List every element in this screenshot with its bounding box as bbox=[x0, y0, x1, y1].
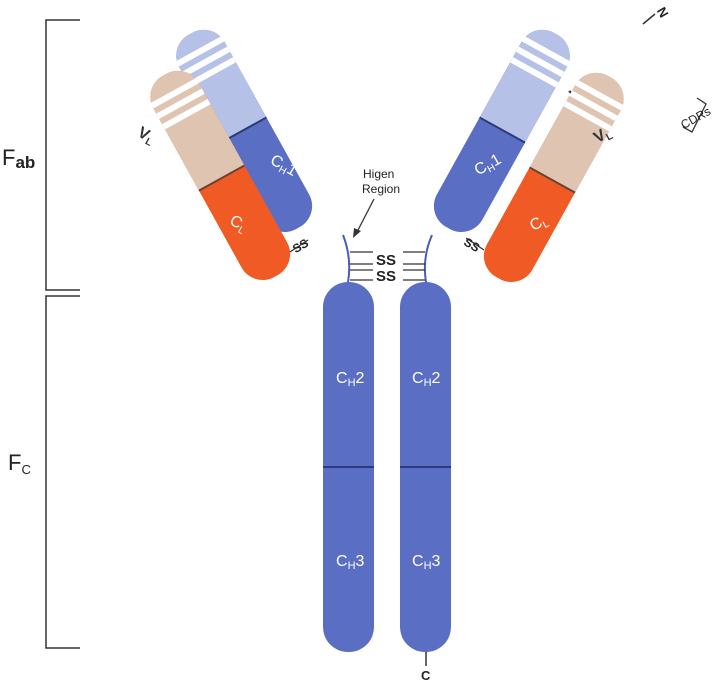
hinge-ss-label-2: SS bbox=[376, 268, 396, 285]
ch2-left-label: CH2 bbox=[336, 370, 365, 389]
fc-label: FC bbox=[8, 450, 31, 477]
ch3-left-label: CH3 bbox=[336, 553, 365, 572]
ch3-right-label: CH3 bbox=[412, 553, 441, 572]
left-ss-bond bbox=[289, 239, 309, 253]
hinge-ss-label-1: SS bbox=[376, 252, 396, 269]
cdrs-bracket bbox=[682, 97, 707, 133]
hinge-region bbox=[342, 234, 433, 283]
ch2-right-label: CH2 bbox=[412, 370, 441, 389]
fab-left-light-chain bbox=[150, 70, 291, 280]
right-ss-bond bbox=[465, 237, 485, 251]
right-ss-label: SS bbox=[461, 235, 482, 255]
fc-bracket bbox=[45, 295, 80, 649]
hinge-label-line2: Region bbox=[362, 182, 400, 196]
c-terminus-label: C bbox=[421, 668, 431, 682]
fab-right-light-chain bbox=[483, 72, 624, 282]
fab-left-heavy-chain bbox=[175, 29, 313, 232]
cdrs-label: CDRs bbox=[678, 104, 713, 132]
hinge-label-line1: Higen bbox=[363, 167, 394, 181]
n-terminus-line bbox=[642, 13, 656, 25]
left-ss-label: SS bbox=[290, 236, 311, 256]
vl-left-label: VL bbox=[134, 124, 158, 149]
fc-heavy-chain-left: CH2 CH3 bbox=[323, 282, 374, 652]
fab-right-heavy-chain bbox=[433, 29, 571, 232]
fab-bracket bbox=[45, 19, 80, 291]
cl-left-label: CL bbox=[226, 212, 251, 237]
fc-heavy-chain-right: CH2 CH3 bbox=[400, 282, 451, 652]
hinge-arrow bbox=[353, 198, 375, 238]
n-terminus-label: N bbox=[654, 5, 672, 21]
fab-label: Fab bbox=[2, 145, 35, 172]
